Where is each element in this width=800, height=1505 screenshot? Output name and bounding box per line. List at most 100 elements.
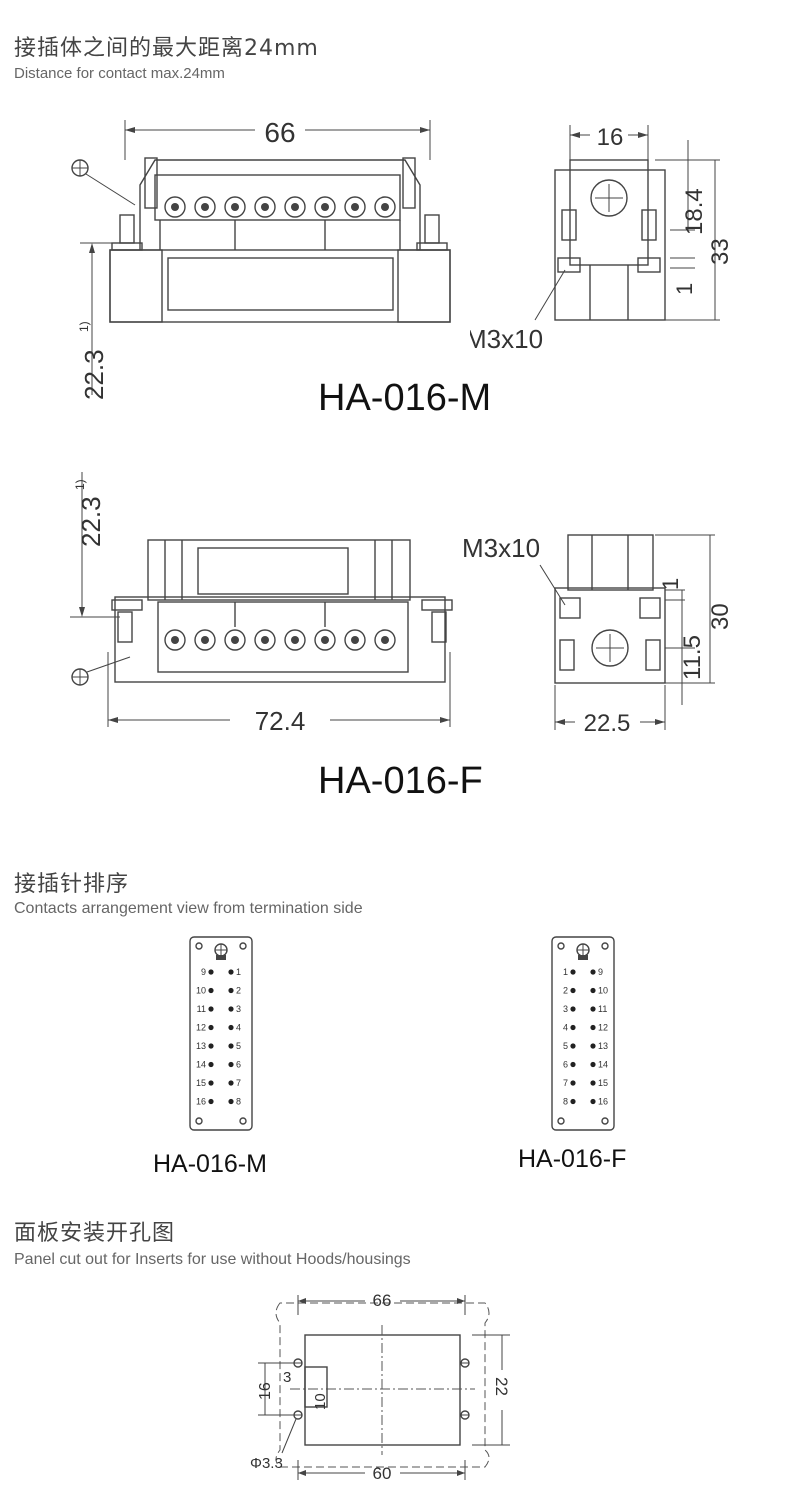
- contact-number-left: 14: [196, 1060, 206, 1070]
- contacts-title-zh: 接插针排序: [14, 872, 130, 897]
- contact-number-right: 8: [236, 1097, 241, 1107]
- contact-dot: [228, 1024, 234, 1031]
- contact-dot: [570, 1024, 576, 1031]
- female-dim-sup: 1): [73, 479, 87, 490]
- contact-number-right: 4: [236, 1023, 241, 1033]
- male-dim-height: 22.3: [79, 349, 109, 400]
- female-contact-model: HA-016-F: [518, 1145, 627, 1173]
- contact-dot: [228, 969, 234, 975]
- earth-screw-icon: [590, 179, 628, 217]
- contact-number-right: 14: [598, 1060, 608, 1070]
- contact-dot: [570, 1061, 576, 1068]
- panel-dim-bottom: 60: [373, 1464, 392, 1483]
- male-screw-label: M3x10: [470, 324, 543, 354]
- contact-dot: [208, 969, 214, 975]
- panel-dim-inner-a: 3: [283, 1369, 291, 1386]
- contacts-title-en: Contacts arrangement view from terminati…: [14, 900, 363, 917]
- earth-contact-icon: [576, 943, 590, 960]
- earth-screw-icon-female: [591, 629, 629, 667]
- screw-left: [119, 214, 135, 244]
- male-front-view: 66 22.3 1): [71, 117, 451, 400]
- panel-dim-right: 22: [492, 1377, 511, 1396]
- male-side-view: 16 18.4 33 1 M3x10: [470, 124, 734, 354]
- header-title-zh: 接插体之间的最大距离24mm: [14, 36, 319, 61]
- contact-dot: [208, 1024, 214, 1031]
- contact-dot: [208, 987, 214, 994]
- female-side-view: M3x10 30 1 11.5 22.5: [462, 533, 734, 737]
- contact-dot: [570, 987, 576, 994]
- female-side-dim-b: 30: [707, 603, 734, 630]
- contact-dot: [228, 1061, 234, 1068]
- male-dim-width: 66: [264, 117, 295, 148]
- male-side-dim-b: 33: [707, 238, 734, 265]
- contact-dot: [590, 1024, 596, 1031]
- male-side-dim-c: 1: [672, 283, 697, 295]
- contact-number-right: 7: [236, 1078, 241, 1088]
- male-side-dim-width: 16: [597, 124, 624, 151]
- female-side-dim-c: 1: [658, 578, 683, 590]
- female-socket-row: [164, 629, 396, 651]
- contact-dot: [208, 1061, 214, 1068]
- panel-dim-inner-b: 10: [312, 1393, 329, 1410]
- male-pin-row: [164, 196, 396, 218]
- female-side-dim-a: 11.5: [679, 635, 706, 680]
- male-contact-model: HA-016-M: [153, 1150, 267, 1178]
- contact-dot: [228, 987, 234, 994]
- contact-number-left: 10: [196, 986, 206, 996]
- contact-number-right: 15: [598, 1078, 608, 1088]
- contact-number-right: 5: [236, 1041, 241, 1051]
- contact-number-right: 6: [236, 1060, 241, 1070]
- panel-title-en: Panel cut out for Inserts for use withou…: [14, 1251, 411, 1268]
- female-screw-label: M3x10: [462, 533, 540, 563]
- contact-dot: [590, 1006, 596, 1012]
- panel-hole-label: Φ3.3: [250, 1455, 283, 1472]
- contact-number-left: 12: [196, 1023, 206, 1033]
- contact-dot: [570, 969, 576, 975]
- contact-dot: [570, 1080, 576, 1086]
- header-title-en: Distance for contact max.24mm: [14, 65, 225, 82]
- contact-number-left: 4: [563, 1023, 568, 1033]
- female-dim-width: 72.4: [255, 706, 306, 736]
- screw-right: [424, 214, 440, 244]
- contact-dot: [570, 1006, 576, 1012]
- contact-dot: [570, 1043, 576, 1049]
- male-dim-sup: 1): [77, 321, 91, 332]
- contact-dot: [570, 1098, 576, 1105]
- contact-dot: [208, 1043, 214, 1049]
- contact-number-right: 2: [236, 986, 241, 996]
- contact-dot: [228, 1080, 234, 1086]
- male-model-label: HA-016-M: [318, 377, 492, 419]
- contact-number-left: 15: [196, 1078, 206, 1088]
- contact-dot: [208, 1080, 214, 1086]
- panel-cutout-drawing: 66 22 16 3 10 Φ3.3 60: [250, 1291, 511, 1483]
- contact-number-right: 12: [598, 1023, 608, 1033]
- contact-dot: [208, 1006, 214, 1012]
- contact-dot: [590, 1061, 596, 1068]
- contact-number-right: 13: [598, 1041, 608, 1051]
- female-dim-height: 22.3: [76, 496, 106, 547]
- contact-number-left: 13: [196, 1041, 206, 1051]
- male-side-dim-a: 18.4: [681, 188, 708, 235]
- contact-dot: [228, 1006, 234, 1012]
- contact-number-left: 1: [563, 967, 568, 977]
- female-front-view: 22.3 1) 72.4: [70, 472, 453, 736]
- female-model-label: HA-016-F: [318, 760, 483, 802]
- contact-number-left: 11: [197, 1004, 206, 1014]
- earth-contact-icon: [214, 943, 228, 960]
- panel-title-zh: 面板安装开孔图: [14, 1221, 176, 1246]
- contact-number-right: 11: [598, 1004, 607, 1014]
- contact-number-left: 5: [563, 1041, 568, 1051]
- contact-number-left: 16: [196, 1097, 206, 1107]
- contact-number-left: 9: [201, 967, 206, 977]
- contact-number-left: 8: [563, 1097, 568, 1107]
- contact-number-right: 16: [598, 1097, 608, 1107]
- contact-dot: [228, 1098, 234, 1105]
- contact-number-left: 3: [563, 1004, 568, 1014]
- contact-dot: [590, 1080, 596, 1086]
- contact-dot: [590, 987, 596, 994]
- contact-number-right: 3: [236, 1004, 241, 1014]
- contact-dot: [590, 969, 596, 975]
- panel-dim-left: 16: [257, 1382, 274, 1400]
